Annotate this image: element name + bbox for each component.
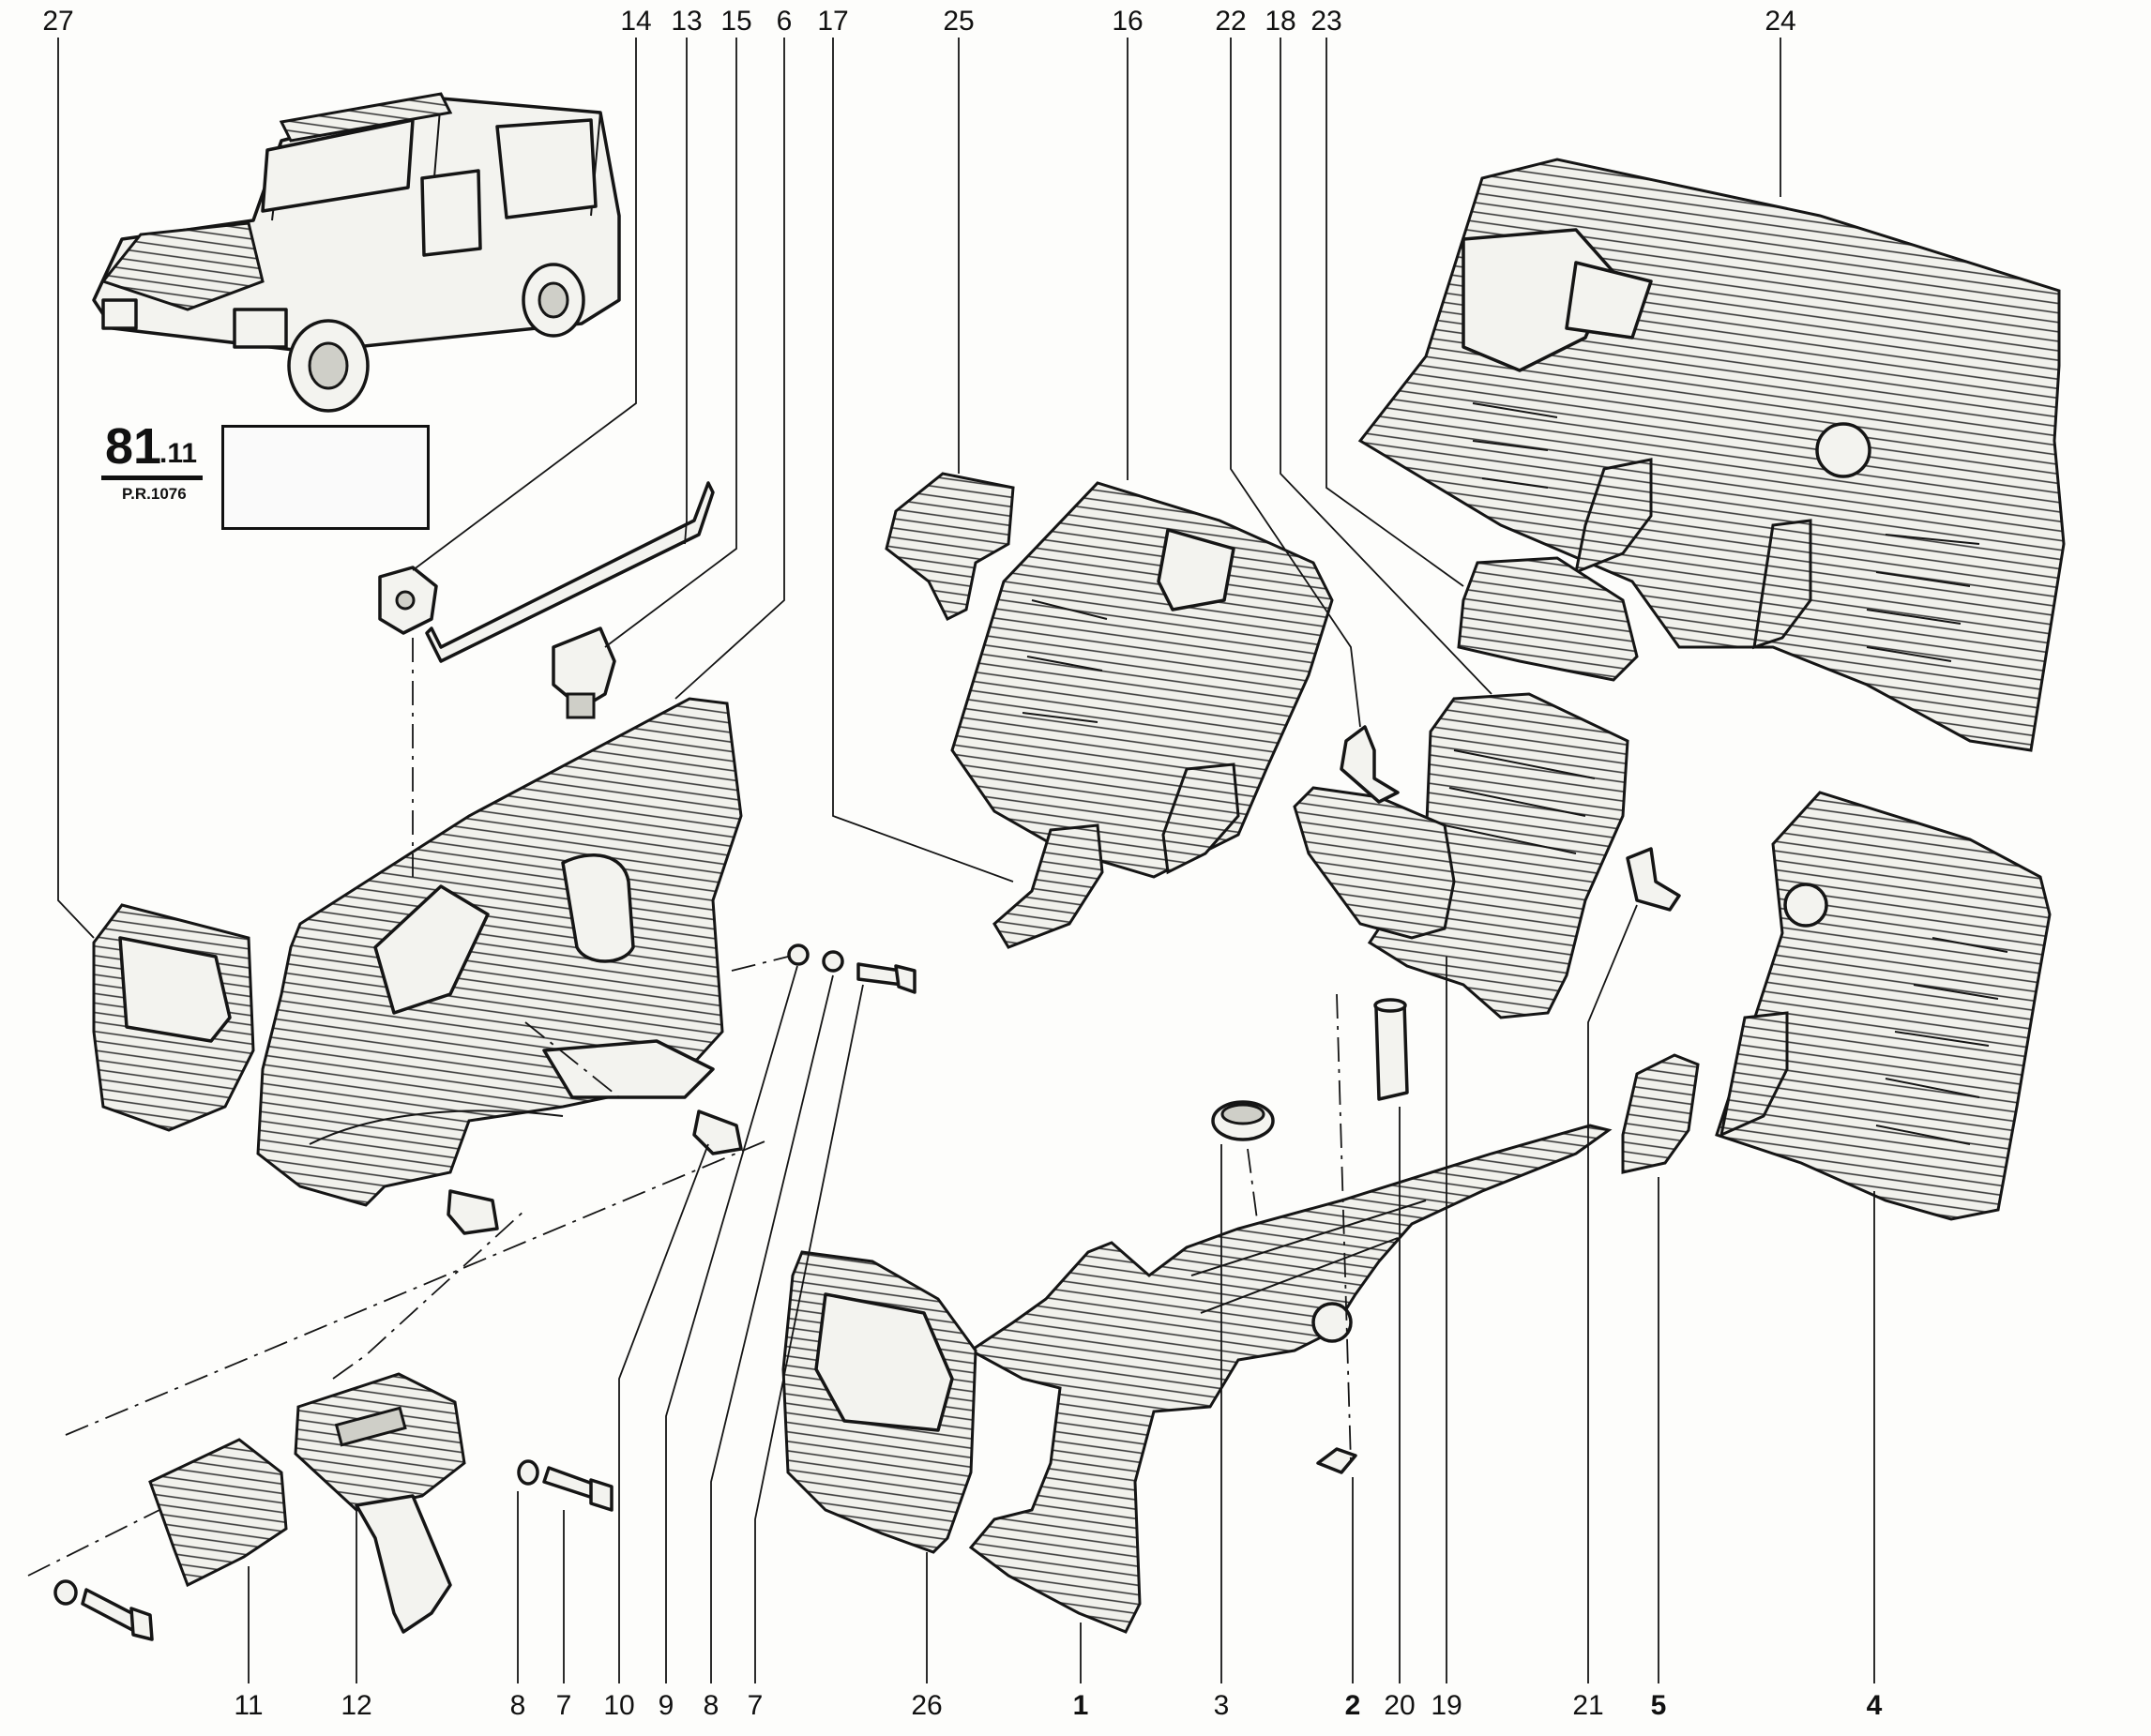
part-27-side-panel: [92, 903, 255, 1132]
callout-label: 8: [703, 1690, 720, 1721]
callout-label: 12: [341, 1690, 372, 1721]
callout-label: 2: [1344, 1690, 1361, 1721]
callout-label: 3: [1213, 1690, 1230, 1721]
callout-label: 19: [1431, 1690, 1462, 1721]
reference-underline: [101, 476, 203, 480]
callout-label: 21: [1572, 1690, 1604, 1721]
part-2-pad: [1316, 1447, 1357, 1474]
bolt-7-left: [517, 1459, 613, 1512]
callout-label: 22: [1215, 6, 1247, 37]
reference-pr: P.R.1076: [122, 485, 187, 503]
part-6-bulkhead: [256, 697, 743, 1207]
part-25-bracket: [885, 472, 1015, 622]
part-14-bracket: [378, 566, 438, 635]
callout-label: 8: [509, 1690, 526, 1721]
callout-label: 15: [720, 6, 752, 37]
callout-label: 27: [42, 6, 74, 37]
bolt-bottom-left: [53, 1579, 154, 1641]
part-19-bracket: [1293, 786, 1456, 940]
callout-label: 1: [1072, 1690, 1089, 1721]
callout-label: 11: [234, 1690, 264, 1721]
callout-label: 20: [1384, 1690, 1416, 1721]
part-20-tube: [1373, 998, 1409, 1101]
bolt-7-right: [787, 943, 916, 994]
part-23-plate: [1457, 556, 1639, 682]
part-10-bushing: [692, 1110, 743, 1155]
callout-label: 14: [620, 6, 652, 37]
callout-label: 26: [911, 1690, 943, 1721]
callout-label: 23: [1310, 6, 1342, 37]
part-17-channel: [992, 823, 1104, 949]
part-11-bracket: [148, 1438, 288, 1588]
callout-label: 7: [555, 1690, 572, 1721]
part-3-plug: [1211, 1100, 1275, 1141]
part-4-floor-half: [1715, 791, 2052, 1221]
callout-label: 5: [1650, 1690, 1667, 1721]
part-22-clip: [1340, 725, 1400, 804]
part-24-rear-floor: [1357, 158, 2066, 752]
callout-label: 18: [1265, 6, 1296, 37]
reference-code: 81 .11 P.R.1076: [94, 417, 432, 530]
reference-code-sub: .11: [159, 438, 198, 469]
callout-label: 9: [658, 1690, 674, 1721]
callout-label: 25: [943, 6, 975, 37]
part-15-clip: [552, 626, 616, 719]
bushing-lower: [447, 1189, 499, 1235]
callout-label: 17: [817, 6, 849, 37]
assembly-lines: [27, 638, 1352, 1577]
part-26-side-panel: [781, 1250, 977, 1554]
part-1-side-member: [968, 1124, 1613, 1634]
vehicle-illustration: [92, 92, 621, 413]
callout-label: 7: [747, 1690, 764, 1721]
part-5-bracket: [1621, 1053, 1700, 1174]
callout-label: 13: [671, 6, 703, 37]
callout-label: 10: [603, 1690, 635, 1721]
callout-label: 4: [1866, 1690, 1883, 1721]
callout-label: 16: [1112, 6, 1144, 37]
callout-label: 6: [776, 6, 793, 37]
part-13-rod: [425, 481, 715, 663]
reference-code-main: 81: [105, 418, 162, 475]
part-21-clip: [1626, 847, 1681, 912]
leader-lines: [57, 38, 1875, 1683]
callout-label: 24: [1765, 6, 1796, 37]
part-12-mount: [294, 1372, 466, 1634]
part-16-floor-panel: [950, 481, 1334, 879]
reference-thumbnail: [221, 425, 430, 530]
